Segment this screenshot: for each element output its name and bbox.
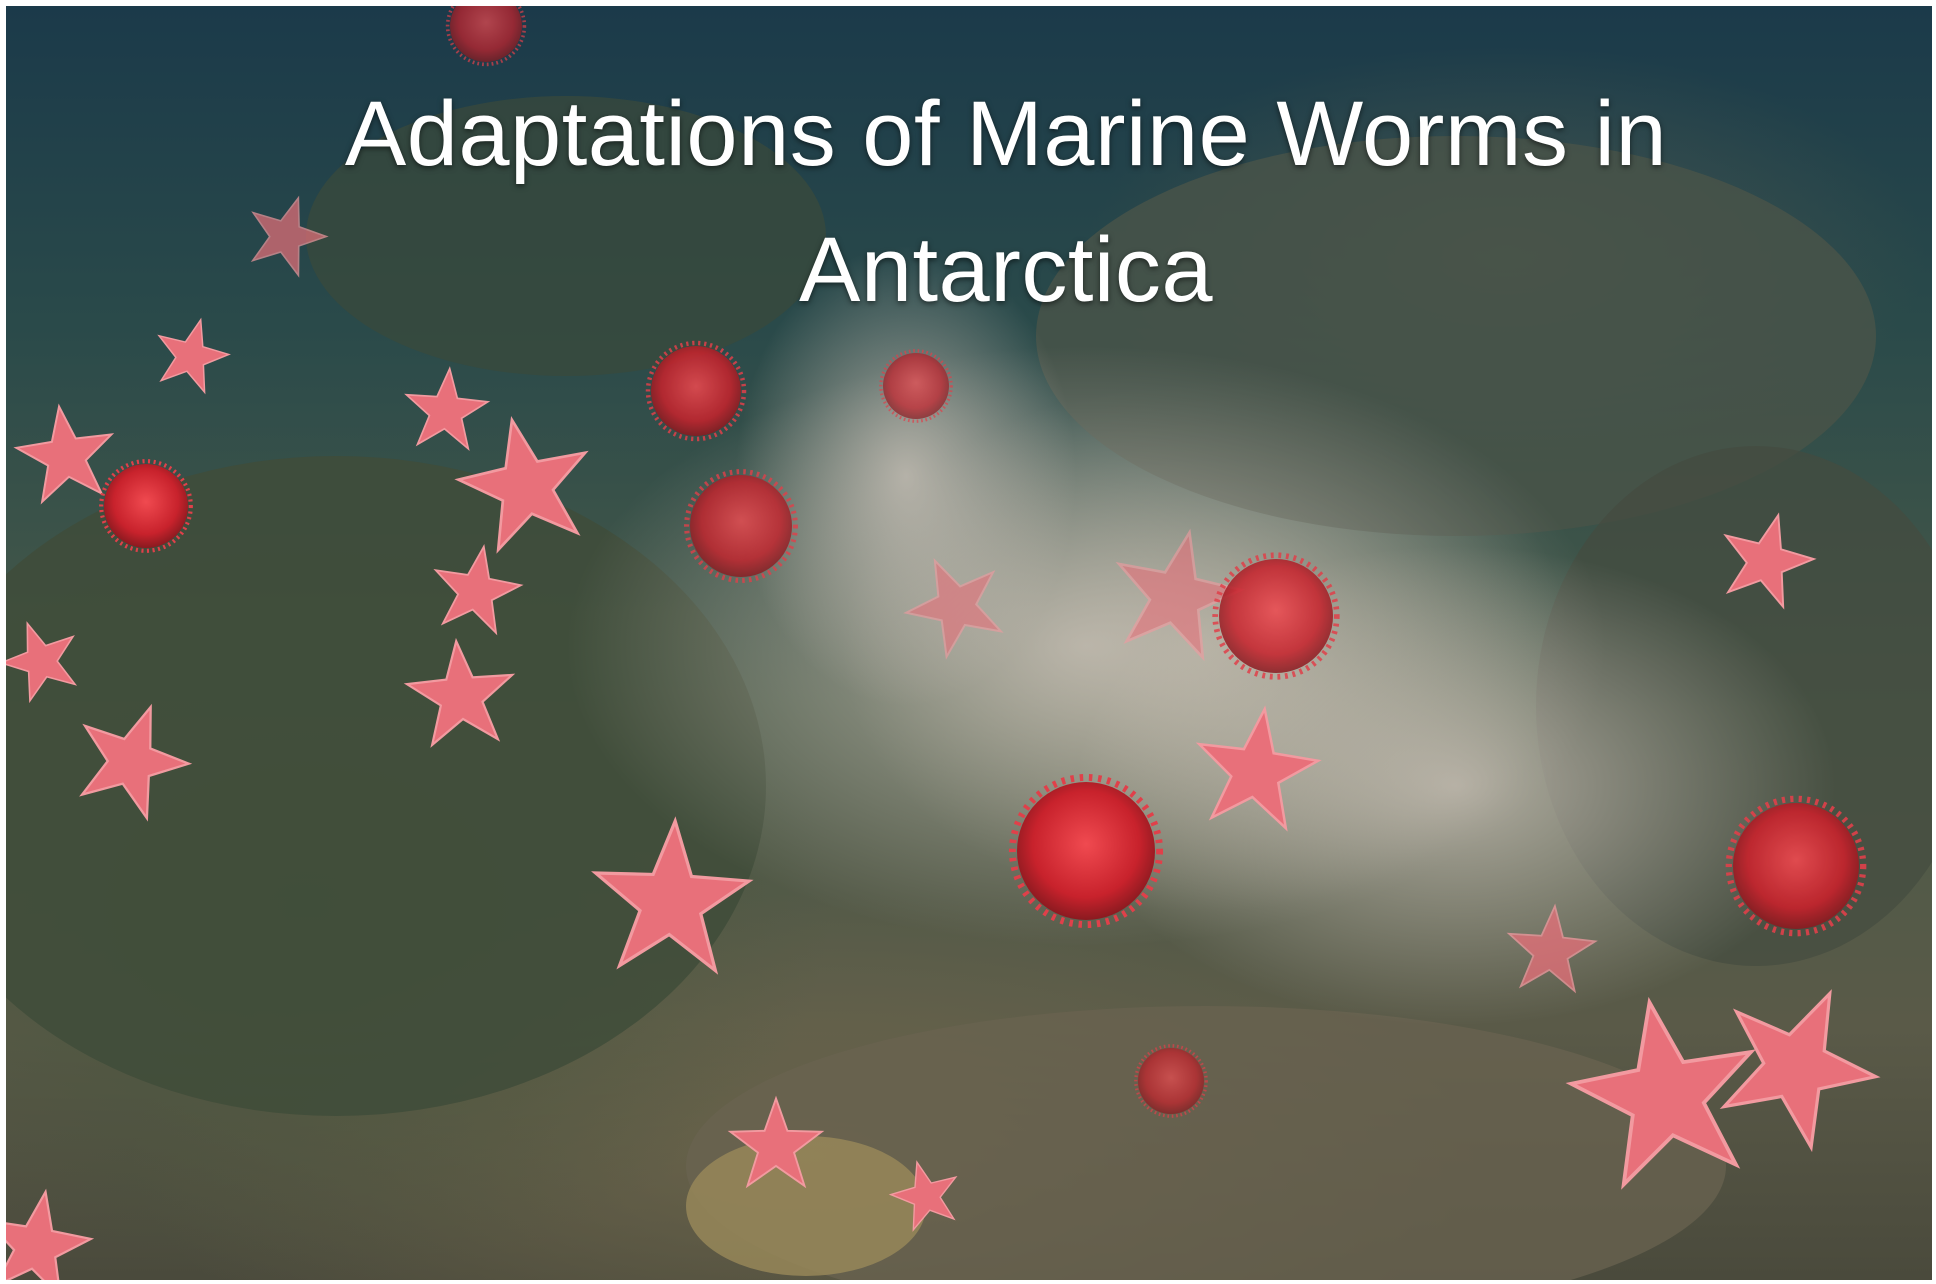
seafloor-photo <box>6 6 1932 1280</box>
slide-title: Adaptations of Marine Worms in Antarctic… <box>126 66 1886 338</box>
slide: Adaptations of Marine Worms in Antarctic… <box>6 6 1932 1280</box>
title-line-1: Adaptations of Marine Worms in <box>344 83 1668 185</box>
title-line-2: Antarctica <box>798 219 1214 321</box>
